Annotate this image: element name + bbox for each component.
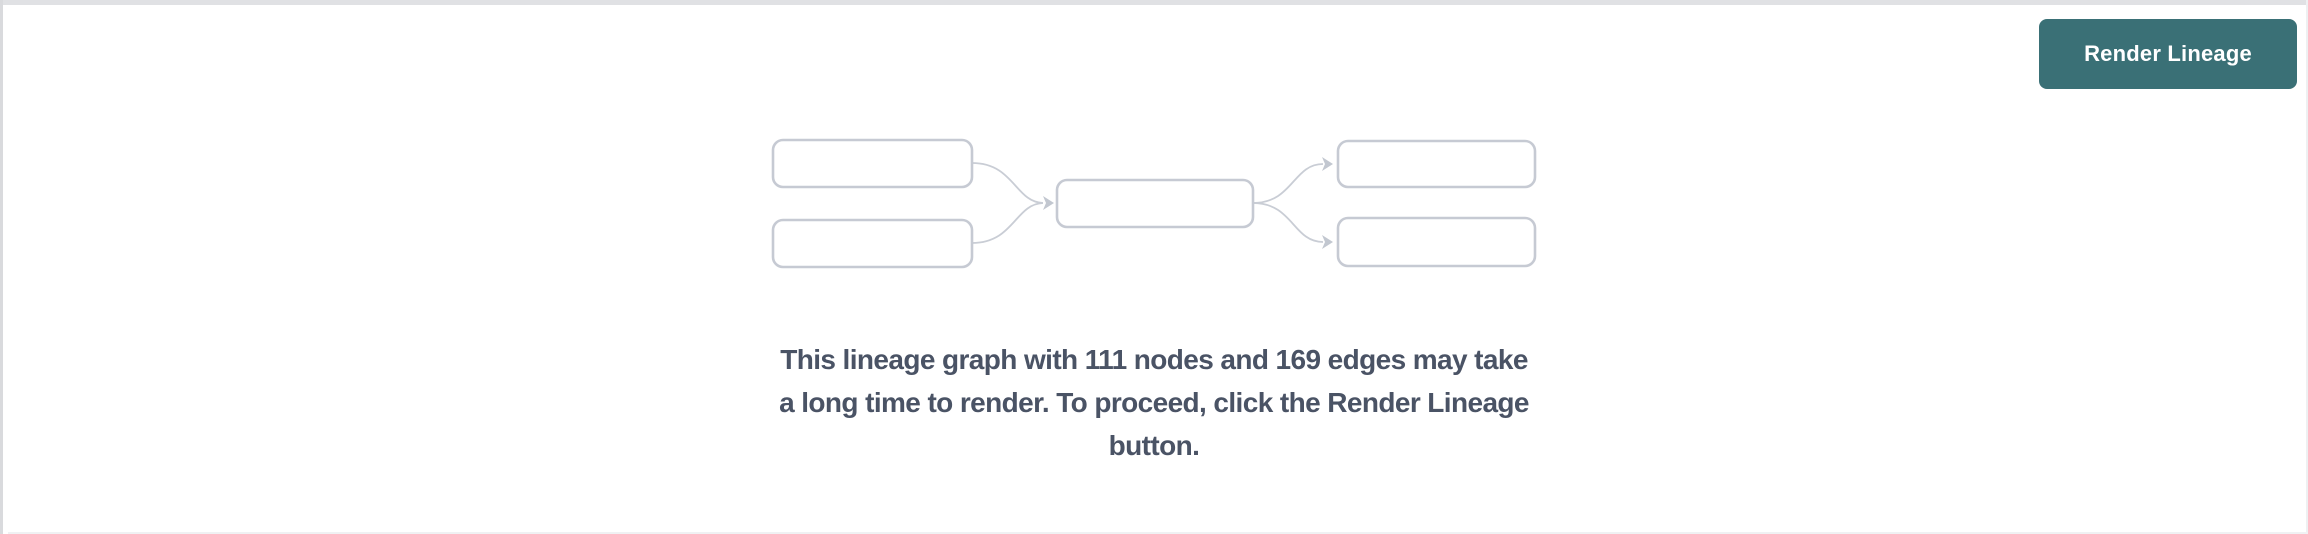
graph-node-left-bottom <box>771 218 974 269</box>
render-warning-line-1: This lineage graph with 111 nodes and 16… <box>780 344 1528 375</box>
edge-middle-to-right-top <box>1252 163 1324 204</box>
render-lineage-button[interactable]: Render Lineage <box>2039 19 2297 89</box>
graph-node-right-bottom <box>1336 216 1537 268</box>
panel-left-border <box>0 0 3 534</box>
arrowhead-into-right-top-node <box>1322 157 1333 171</box>
panel-bottom-border <box>8 532 2308 534</box>
panel-right-border <box>2306 0 2308 534</box>
render-warning-line-3: button. <box>1108 430 1200 461</box>
graph-node-middle <box>1055 178 1255 229</box>
edge-middle-to-right-bottom <box>1252 202 1324 243</box>
edge-left-bottom-to-middle <box>971 202 1044 244</box>
panel-top-border <box>0 0 2308 5</box>
arrowhead-into-middle-node <box>1043 196 1054 210</box>
lineage-placeholder-graphic <box>759 130 1549 280</box>
edge-left-top-to-middle <box>971 162 1044 204</box>
render-warning-message: This lineage graph with 111 nodes and 16… <box>604 338 1704 467</box>
lineage-placeholder-svg <box>771 138 1537 269</box>
graph-node-right-top <box>1336 139 1537 189</box>
graph-node-left-top <box>771 138 974 189</box>
arrowhead-into-right-bottom-node <box>1322 235 1333 249</box>
render-warning-line-2: a long time to render. To proceed, click… <box>779 387 1529 418</box>
